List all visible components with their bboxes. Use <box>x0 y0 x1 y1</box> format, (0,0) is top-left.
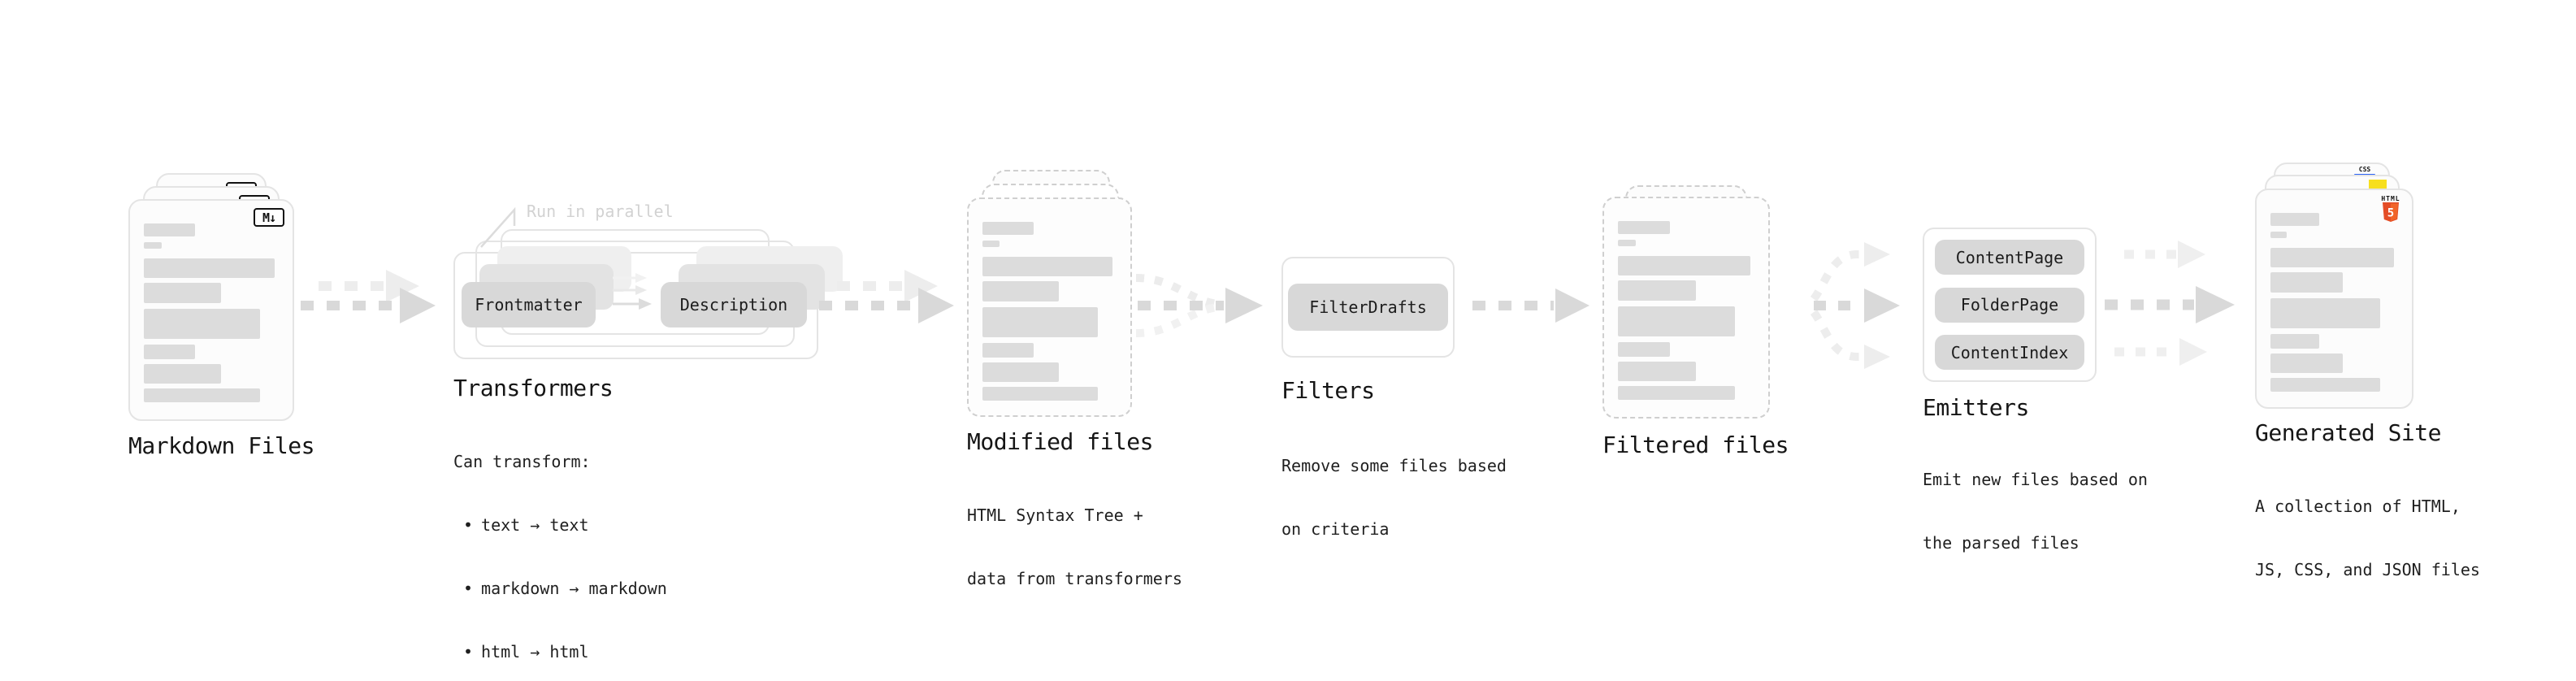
flow-triple-arrow-icon <box>2105 241 2235 366</box>
description-line: Emit new files based on <box>1923 470 2148 489</box>
description-line: Remove some files based <box>1281 456 1507 475</box>
skeleton-text <box>1618 221 1754 400</box>
bullet-text: text → text <box>481 515 589 535</box>
flow-fanout-arrow-icon <box>1810 242 1900 369</box>
js-file-icon <box>2369 180 2387 190</box>
filters-label: Filters <box>1281 377 1375 404</box>
filtered-doc-front <box>1602 197 1770 419</box>
markdown-doc-front: M↓ <box>128 199 294 421</box>
html5-shield: 5 <box>2383 202 2399 222</box>
modified-files-label: Modified files <box>967 428 1154 455</box>
transform-bullet: • markdown → markdown <box>453 578 667 599</box>
generated-site-description: A collection of HTML, JS, CSS, and JSON … <box>2255 453 2480 622</box>
modified-doc-front <box>967 197 1132 417</box>
pill-chain-arrows-icon <box>613 273 652 310</box>
description-line: HTML Syntax Tree + <box>967 505 1143 525</box>
flow-arrow-icon <box>819 270 954 323</box>
description-line: A collection of HTML, <box>2255 497 2461 516</box>
flow-merge-arrow-icon <box>1135 274 1263 337</box>
emitters-box: ContentPage FolderPage ContentIndex <box>1923 228 2097 382</box>
transform-bullet: • html → html <box>453 641 667 662</box>
skeleton-text <box>144 223 279 402</box>
skeleton-text <box>982 222 1117 401</box>
filters-description: Remove some files based on criteria <box>1281 413 1507 582</box>
flow-arrow-icon <box>301 270 436 323</box>
description-line: the parsed files <box>1923 533 2079 553</box>
css-badge-text: CSS <box>2358 166 2371 173</box>
contentindex-pill: ContentIndex <box>1935 335 2084 370</box>
description-pill: Description <box>661 282 807 327</box>
generated-site-label: Generated Site <box>2255 419 2442 446</box>
html5-word: HTML <box>2381 195 2400 202</box>
transformers-description: Can transform: • text → text • markdown … <box>453 409 667 681</box>
bullet-dot: • <box>463 642 474 661</box>
markdown-files-label: Markdown Files <box>128 432 315 459</box>
bullet-dot: • <box>463 515 474 535</box>
filtered-files-label: Filtered files <box>1602 432 1789 458</box>
bullet-text: html → html <box>481 642 589 661</box>
bullet-text: markdown → markdown <box>481 579 667 598</box>
svg-text:5: 5 <box>2387 207 2394 220</box>
description-line: data from transformers <box>967 569 1182 588</box>
contentpage-pill: ContentPage <box>1935 240 2084 275</box>
html5-file-icon: HTML 5 <box>2381 195 2400 227</box>
folderpage-pill: FolderPage <box>1935 287 2084 323</box>
markdown-icon: M↓ <box>254 208 284 227</box>
filters-box: FilterDrafts <box>1281 257 1455 358</box>
bullet-dot: • <box>463 579 474 598</box>
frontmatter-pill: Frontmatter <box>462 282 596 327</box>
annotation-leader-line <box>480 206 516 248</box>
filterdrafts-pill: FilterDrafts <box>1288 284 1448 331</box>
emitters-description: Emit new files based on the parsed files <box>1923 427 2148 596</box>
transformers-label: Transformers <box>453 375 614 401</box>
can-transform-heading: Can transform: <box>453 452 591 471</box>
generated-doc-front: HTML 5 <box>2255 189 2413 409</box>
run-in-parallel-note: Run in parallel <box>527 202 674 221</box>
flow-arrow-icon <box>1472 288 1589 323</box>
skeleton-text <box>2270 213 2398 392</box>
modified-files-description: HTML Syntax Tree + data from transformer… <box>967 462 1182 631</box>
description-line: JS, CSS, and JSON files <box>2255 560 2480 579</box>
emitters-label: Emitters <box>1923 394 2029 421</box>
transform-bullet: • text → text <box>453 514 667 536</box>
description-line: on criteria <box>1281 519 1390 539</box>
